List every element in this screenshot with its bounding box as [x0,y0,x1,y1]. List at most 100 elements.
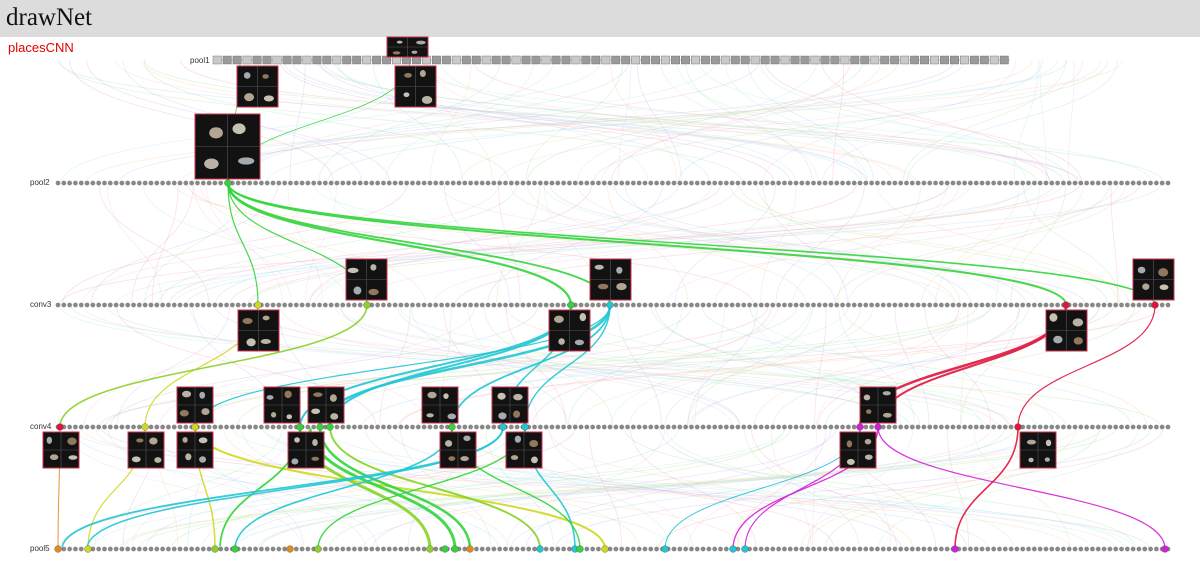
unit-dot-icon[interactable] [479,546,486,552]
unit-dot-icon[interactable] [926,424,933,430]
unit-dot-icon[interactable] [624,546,631,552]
unit-dot-icon[interactable] [1014,302,1020,308]
unit-dot-icon[interactable] [764,302,770,308]
unit-dot-icon[interactable] [1118,546,1125,552]
pool1-filter-swatch[interactable] [641,55,651,65]
unit-dot-icon[interactable] [851,546,858,552]
unit-dot-icon[interactable] [119,546,125,552]
unit-dot-icon[interactable] [403,546,410,552]
unit-dot-icon[interactable] [944,546,951,552]
unit-dot-icon[interactable] [583,180,590,186]
unit-dot-icon[interactable] [554,424,561,430]
unit-dot-icon[interactable] [165,302,172,308]
unit-dot-icon[interactable] [421,546,427,552]
unit-dot-icon[interactable] [194,302,201,308]
unit-dot-icon[interactable] [525,302,532,308]
unit-dot-icon[interactable] [950,302,956,308]
pool1-filter-swatch[interactable] [691,55,700,65]
unit-dot-icon[interactable] [171,546,178,552]
unit-dot-icon[interactable] [781,424,788,430]
unit-dot-icon[interactable] [386,546,393,552]
unit-dot-icon[interactable] [1101,424,1107,430]
unit-dot-icon[interactable] [717,180,724,186]
highlighted-unit-dot[interactable] [211,545,219,553]
unit-dot-icon[interactable] [275,546,282,552]
unit-dot-icon[interactable] [1130,424,1136,430]
unit-dot-icon[interactable] [514,546,520,552]
unit-dot-icon[interactable] [153,302,160,308]
unit-dot-icon[interactable] [66,302,73,308]
unit-dot-icon[interactable] [432,546,439,552]
unit-dot-icon[interactable] [252,546,259,552]
unit-dot-icon[interactable] [880,180,887,186]
unit-dot-icon[interactable] [1002,546,1009,552]
unit-dot-icon[interactable] [804,546,811,552]
unit-dot-icon[interactable] [415,302,422,308]
unit-dot-icon[interactable] [473,424,480,430]
highlighted-unit-dot[interactable] [296,423,304,431]
highlighted-unit-dot[interactable] [451,545,459,553]
pool1-filter-swatch[interactable] [830,55,840,65]
unit-dot-icon[interactable] [764,546,770,552]
unit-dot-icon[interactable] [799,180,805,186]
pool1-filter-swatch[interactable] [890,55,900,65]
unit-dot-icon[interactable] [1118,424,1125,430]
unit-dot-icon[interactable] [1130,302,1136,308]
unit-dot-icon[interactable] [281,424,288,430]
pool1-filter-swatch[interactable] [681,55,690,65]
unit-dot-icon[interactable] [642,546,648,552]
unit-dot-icon[interactable] [862,546,869,552]
pool1-filter-swatch[interactable] [720,55,730,65]
unit-dot-icon[interactable] [758,424,765,430]
unit-dot-icon[interactable] [810,180,817,186]
unit-dot-icon[interactable] [984,302,991,308]
pool1-filter-swatch[interactable] [232,55,242,65]
unit-dot-icon[interactable] [926,546,933,552]
pool1-filter-swatch[interactable] [860,55,870,65]
unit-dot-icon[interactable] [200,180,207,186]
unit-dot-icon[interactable] [456,424,462,430]
unit-dot-icon[interactable] [1130,546,1136,552]
unit-dot-icon[interactable] [839,424,846,430]
unit-dot-icon[interactable] [990,180,997,186]
unit-dot-icon[interactable] [1002,180,1009,186]
pool1-filter-swatch[interactable] [262,55,272,65]
unit-dot-icon[interactable] [1054,424,1061,430]
unit-dot-icon[interactable] [543,180,550,186]
unit-dot-icon[interactable] [996,424,1003,430]
unit-dot-icon[interactable] [1141,546,1148,552]
unit-dot-icon[interactable] [700,546,706,552]
highlighted-unit-dot[interactable] [141,423,149,431]
unit-dot-icon[interactable] [339,180,346,186]
pool1-filter-swatch[interactable] [969,55,979,65]
unit-dot-icon[interactable] [339,424,346,430]
unit-dot-icon[interactable] [706,546,712,552]
unit-dot-icon[interactable] [55,180,61,186]
unit-dot-icon[interactable] [107,424,114,430]
unit-dot-icon[interactable] [60,180,67,186]
pool1-filter-swatch[interactable] [431,55,441,65]
activation-grid-icon[interactable] [345,258,388,301]
unit-dot-icon[interactable] [659,180,666,186]
unit-dot-icon[interactable] [1136,546,1142,552]
unit-dot-icon[interactable] [560,424,567,430]
unit-dot-icon[interactable] [159,302,166,308]
unit-dot-icon[interactable] [1136,180,1142,186]
unit-dot-icon[interactable] [124,180,131,186]
unit-dot-icon[interactable] [549,546,555,552]
unit-dot-icon[interactable] [915,302,921,308]
activation-grid-icon[interactable] [421,386,459,424]
unit-dot-icon[interactable] [723,180,730,186]
unit-dot-icon[interactable] [363,180,369,186]
unit-dot-icon[interactable] [299,180,305,186]
unit-dot-icon[interactable] [618,302,625,308]
unit-dot-icon[interactable] [1077,302,1084,308]
unit-dot-icon[interactable] [287,424,294,430]
unit-dot-icon[interactable] [206,424,212,430]
unit-dot-icon[interactable] [345,546,352,552]
unit-dot-icon[interactable] [665,180,672,186]
unit-dot-icon[interactable] [1072,180,1078,186]
unit-dot-icon[interactable] [1124,424,1131,430]
activation-grid-icon[interactable] [127,431,165,469]
pool1-filter-swatch[interactable] [979,55,989,65]
